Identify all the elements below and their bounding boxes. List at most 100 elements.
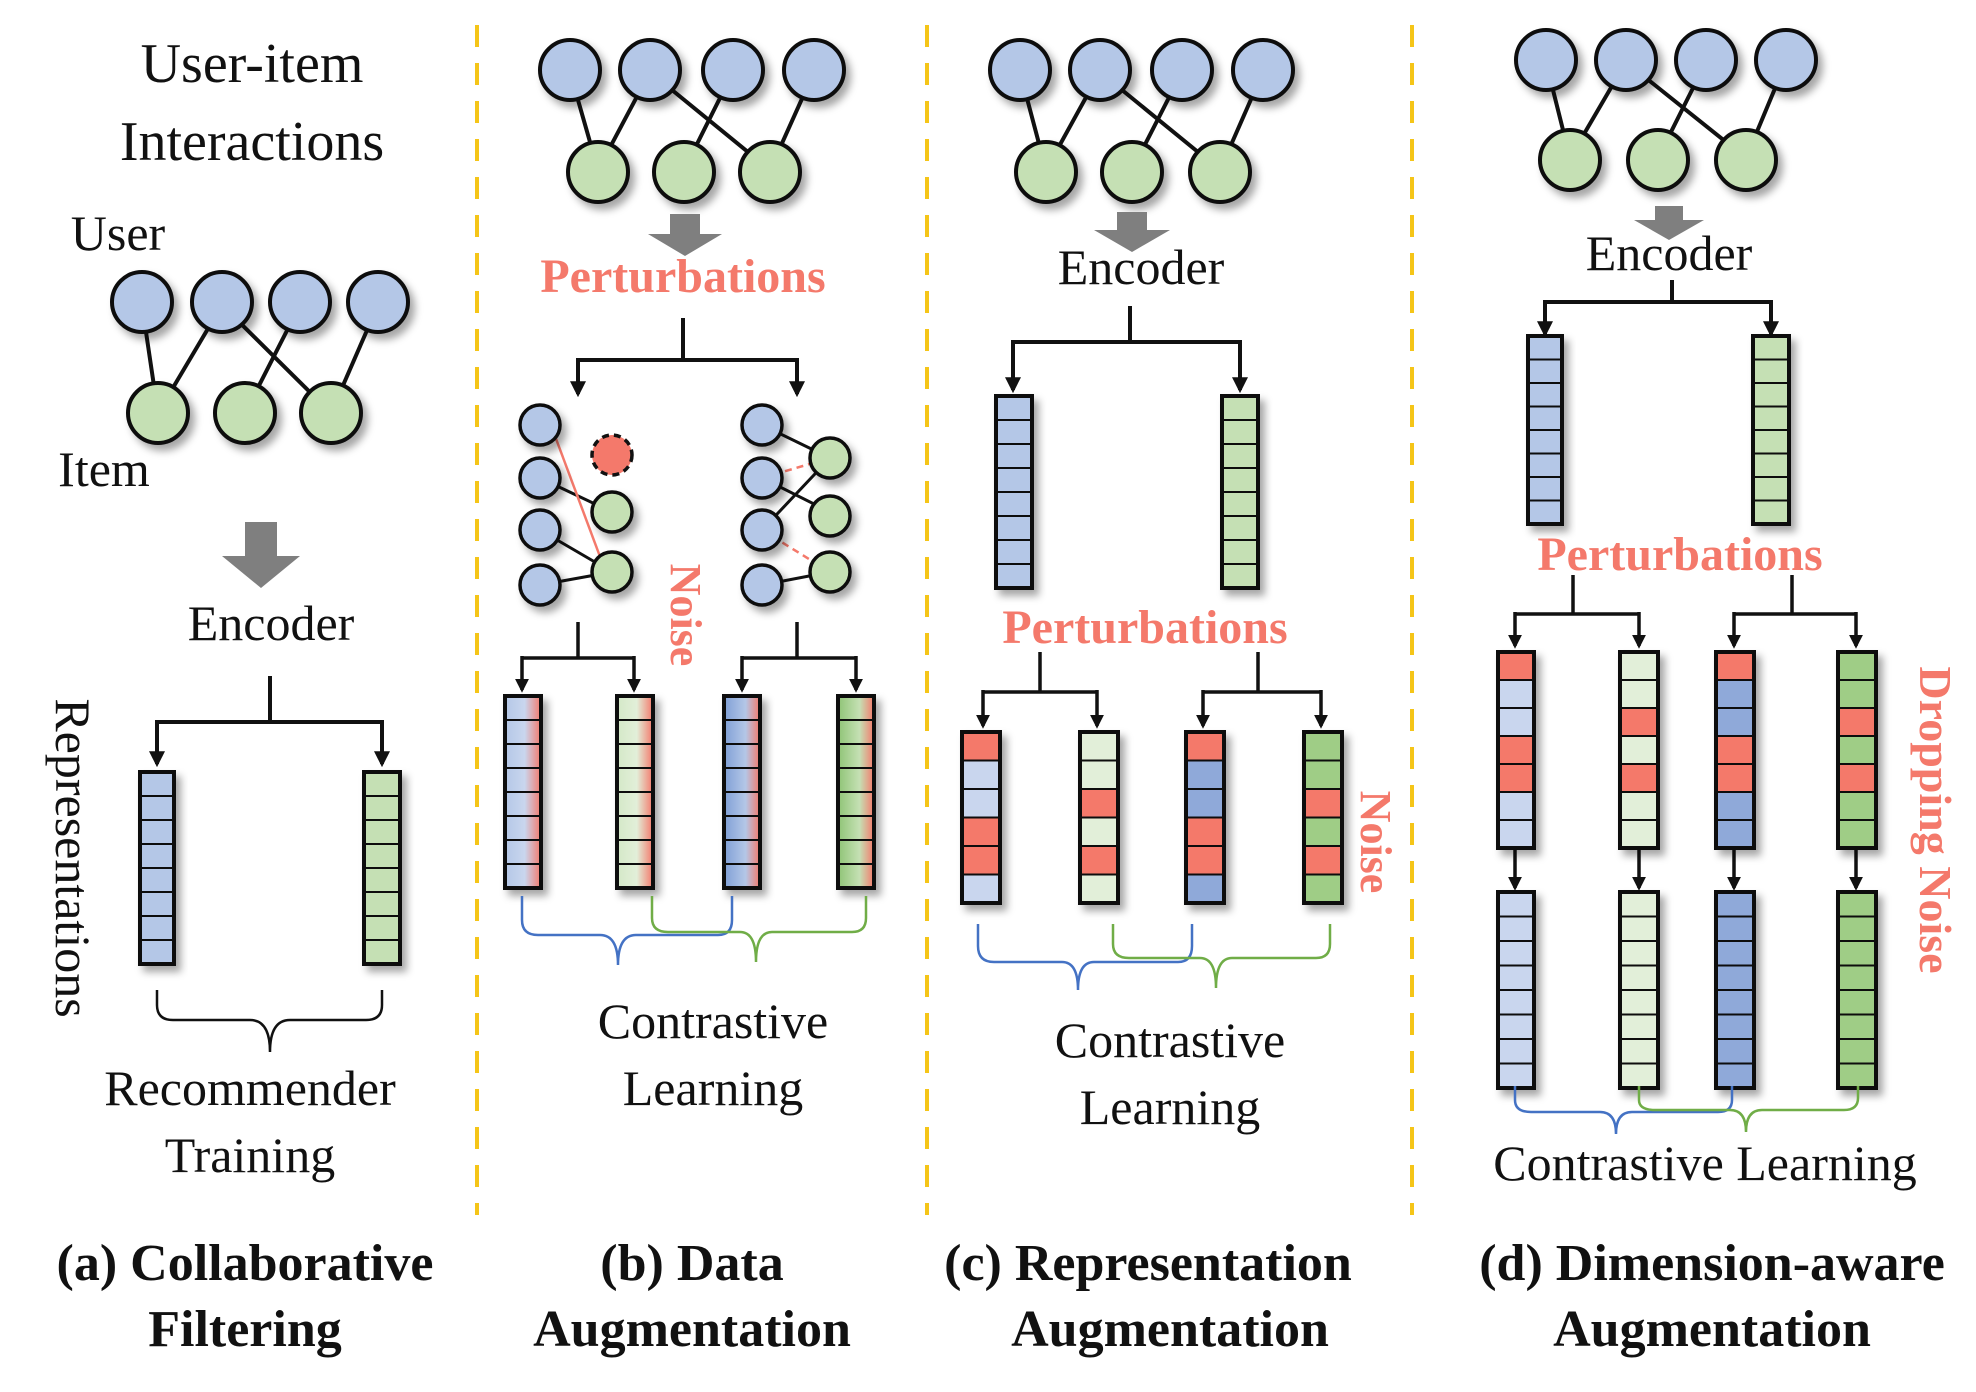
- item-embedding-vector: [1220, 394, 1260, 590]
- vector-cell: [616, 719, 654, 745]
- vector-cell: [723, 743, 761, 769]
- vector-cell: [1527, 476, 1563, 502]
- vector-cell: [1715, 735, 1755, 765]
- vector-cell: [1837, 891, 1877, 918]
- vector-cell: [1185, 788, 1225, 819]
- brace-c-blue: [976, 924, 1194, 991]
- user-node: [518, 508, 562, 552]
- vector-cell: [723, 719, 761, 745]
- item-node: [299, 381, 363, 445]
- vector-cell: [1303, 816, 1343, 847]
- perturbed-graph-left: [518, 403, 634, 607]
- vectors-c: [960, 394, 1344, 905]
- vector-border: [1714, 650, 1756, 850]
- vector-cell: [1497, 989, 1535, 1016]
- vector-cell: [1221, 515, 1259, 541]
- user-node: [1231, 38, 1295, 102]
- vector-cell: [616, 791, 654, 817]
- user-embedding-vector: [1184, 730, 1226, 905]
- vector-cell: [961, 731, 1001, 762]
- split-arrows-c2: [976, 652, 1328, 729]
- vector-cell: [139, 795, 175, 821]
- item-node: [808, 550, 852, 594]
- user-node: [740, 456, 784, 500]
- vector-cell: [1079, 816, 1119, 847]
- vector-cell: [1715, 651, 1755, 681]
- vector-cell: [1619, 915, 1659, 942]
- vector-cell: [1715, 819, 1755, 849]
- item-node: [1538, 128, 1602, 192]
- vector-cell: [1837, 735, 1877, 765]
- item-embedding-vector: [1836, 890, 1878, 1090]
- vector-cell: [139, 867, 175, 893]
- vector-cell: [1303, 731, 1343, 762]
- vector-cell: [1752, 499, 1790, 525]
- vector-cell: [961, 759, 1001, 790]
- vector-cell: [1619, 1013, 1659, 1040]
- caption-b-line2: Augmentation: [533, 1301, 851, 1358]
- vector-cell: [995, 395, 1033, 421]
- vector-cell: [1497, 819, 1535, 849]
- brace-c-green: [1111, 924, 1332, 989]
- vector-cell: [1837, 940, 1877, 967]
- vector-cell: [995, 539, 1033, 565]
- vector-cell: [363, 819, 401, 845]
- vector-cell: [1837, 791, 1877, 821]
- vector-cell: [1497, 791, 1535, 821]
- vectors-d: [1496, 334, 1878, 1090]
- caption-c-line2: Augmentation: [1011, 1301, 1329, 1358]
- item-node: [1100, 140, 1164, 204]
- caption-b-line1: (b) Data: [600, 1235, 783, 1292]
- panel-d: Encoder Perturbations Dropping Noise: [1479, 28, 1961, 1358]
- vector-cell: [1497, 891, 1535, 918]
- vector-cell: [1497, 915, 1535, 942]
- vector-cell: [1619, 989, 1659, 1016]
- vector-cell: [1497, 651, 1535, 681]
- user-label: User: [71, 205, 166, 261]
- vector-cell: [504, 839, 542, 865]
- brace-d-green: [1637, 1086, 1860, 1133]
- item-embedding-vector: [836, 694, 876, 890]
- item-node: [1626, 128, 1690, 192]
- vector-cell: [616, 695, 654, 721]
- vector-cell: [504, 863, 542, 889]
- vector-cell: [995, 563, 1033, 589]
- vector-cell: [1619, 1038, 1659, 1065]
- item-node: [126, 381, 190, 445]
- user-node: [1068, 38, 1132, 102]
- brace-a: [155, 990, 384, 1053]
- vector-cell: [1527, 499, 1563, 525]
- user-node: [701, 38, 765, 102]
- bipartite-graph-a: [110, 270, 410, 445]
- vector-cell: [616, 767, 654, 793]
- vector-cell: [1497, 1013, 1535, 1040]
- split-arrows-b2: [515, 622, 863, 693]
- user-embedding-vector: [1714, 650, 1756, 850]
- user-embedding-vector: [1714, 890, 1756, 1090]
- item-embedding-vector: [362, 770, 402, 966]
- vector-cell: [1619, 679, 1659, 709]
- item-node: [1014, 140, 1078, 204]
- vector-cell: [1497, 707, 1535, 737]
- vector-cell: [1303, 759, 1343, 790]
- user-embedding-vector: [960, 730, 1002, 905]
- user-embedding-vector: [994, 394, 1034, 590]
- caption-d-line2: Augmentation: [1553, 1301, 1871, 1358]
- split-arrows-c: [1005, 306, 1248, 394]
- vector-cell: [837, 791, 875, 817]
- item-node: [213, 381, 277, 445]
- split-arrows-d: [1537, 280, 1779, 338]
- vector-cell: [1497, 735, 1535, 765]
- caption-d-line1: (d) Dimension-aware: [1479, 1235, 1945, 1292]
- user-node: [268, 270, 332, 334]
- user-node: [518, 403, 562, 447]
- vector-cell: [961, 845, 1001, 876]
- vector-cell: [1619, 651, 1659, 681]
- vector-cell: [1185, 759, 1225, 790]
- vector-cell: [723, 695, 761, 721]
- user-embedding-vector: [722, 694, 762, 890]
- user-node: [1150, 38, 1214, 102]
- panel-c: Encoder Perturbations Noise Contrastive …: [944, 38, 1400, 1358]
- user-node: [538, 38, 602, 102]
- vector-cell: [363, 795, 401, 821]
